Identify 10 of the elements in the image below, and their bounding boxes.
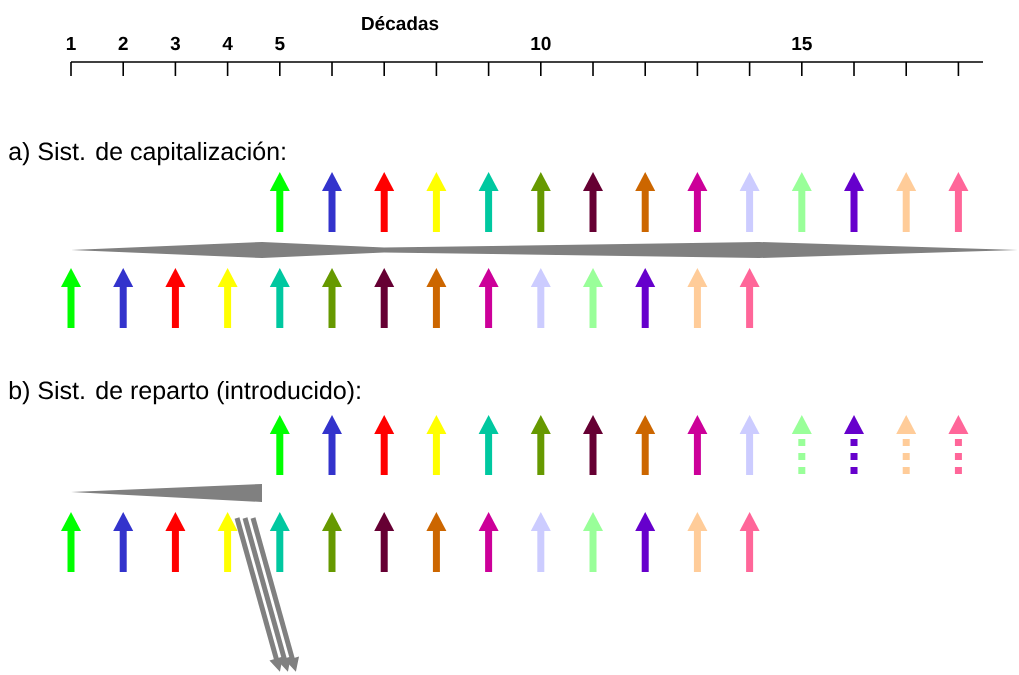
section-heading: a) Sist. de capitalización: [9,141,285,166]
tick-label: 5 [275,36,285,51]
section-heading: b) Sist. de reparto (introducido): [9,380,360,405]
tick-label: 2 [118,36,128,50]
tick-label: 1 [66,36,76,50]
axis-title: Décadas [362,16,439,31]
tick-label: 4 [222,36,233,50]
tick-label: 10 [531,36,551,51]
tick-label: 15 [792,36,812,51]
tick-label: 3 [170,36,180,51]
